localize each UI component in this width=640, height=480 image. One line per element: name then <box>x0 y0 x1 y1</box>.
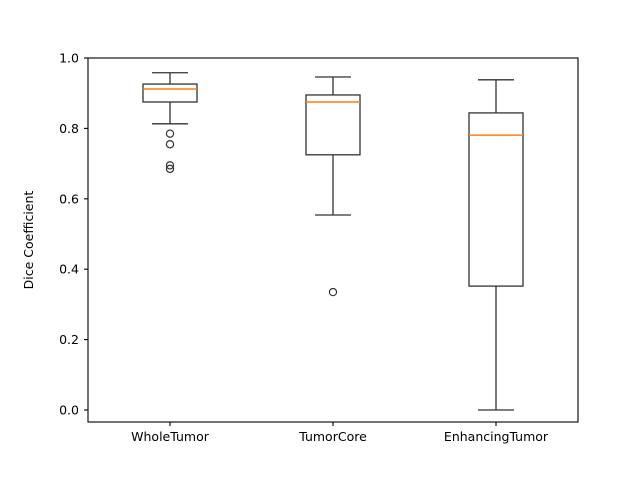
y-tick-label: 0.2 <box>59 332 79 347</box>
x-tick-label-enhancingtumor: EnhancingTumor <box>444 429 549 444</box>
outlier-point <box>165 140 175 149</box>
y-tick-label: 0.8 <box>59 121 79 136</box>
box-iqr <box>468 112 524 287</box>
box-plot-group[interactable] <box>142 72 198 174</box>
x-axis-ticks <box>169 422 497 426</box>
box-plot-group[interactable] <box>468 79 524 411</box>
y-axis-label: Dice Coefficient <box>21 191 36 290</box>
y-axis-ticks <box>84 57 88 411</box>
y-tick-label: 0.6 <box>59 191 79 206</box>
y-tick-label: 0.4 <box>59 262 79 277</box>
x-tick-label-wholetumor: WholeTumor <box>131 429 210 444</box>
box-plot-series <box>142 72 524 411</box>
outlier-point <box>328 287 338 297</box>
box-iqr <box>305 94 361 156</box>
box-plot-group[interactable] <box>305 76 361 297</box>
y-axis-tick-labels: 0.0 0.2 0.4 0.6 0.8 1.0 <box>59 51 79 418</box>
outlier-point <box>165 164 175 174</box>
outlier-point <box>165 161 175 170</box>
x-axis-tick-labels: WholeTumor TumorCore EnhancingTumor <box>131 429 549 444</box>
x-tick-label-tumorcore: TumorCore <box>298 429 367 444</box>
box-iqr <box>142 83 198 103</box>
y-tick-label: 1.0 <box>59 51 79 66</box>
y-tick-label: 0.0 <box>59 403 79 418</box>
outlier-point <box>165 129 175 138</box>
